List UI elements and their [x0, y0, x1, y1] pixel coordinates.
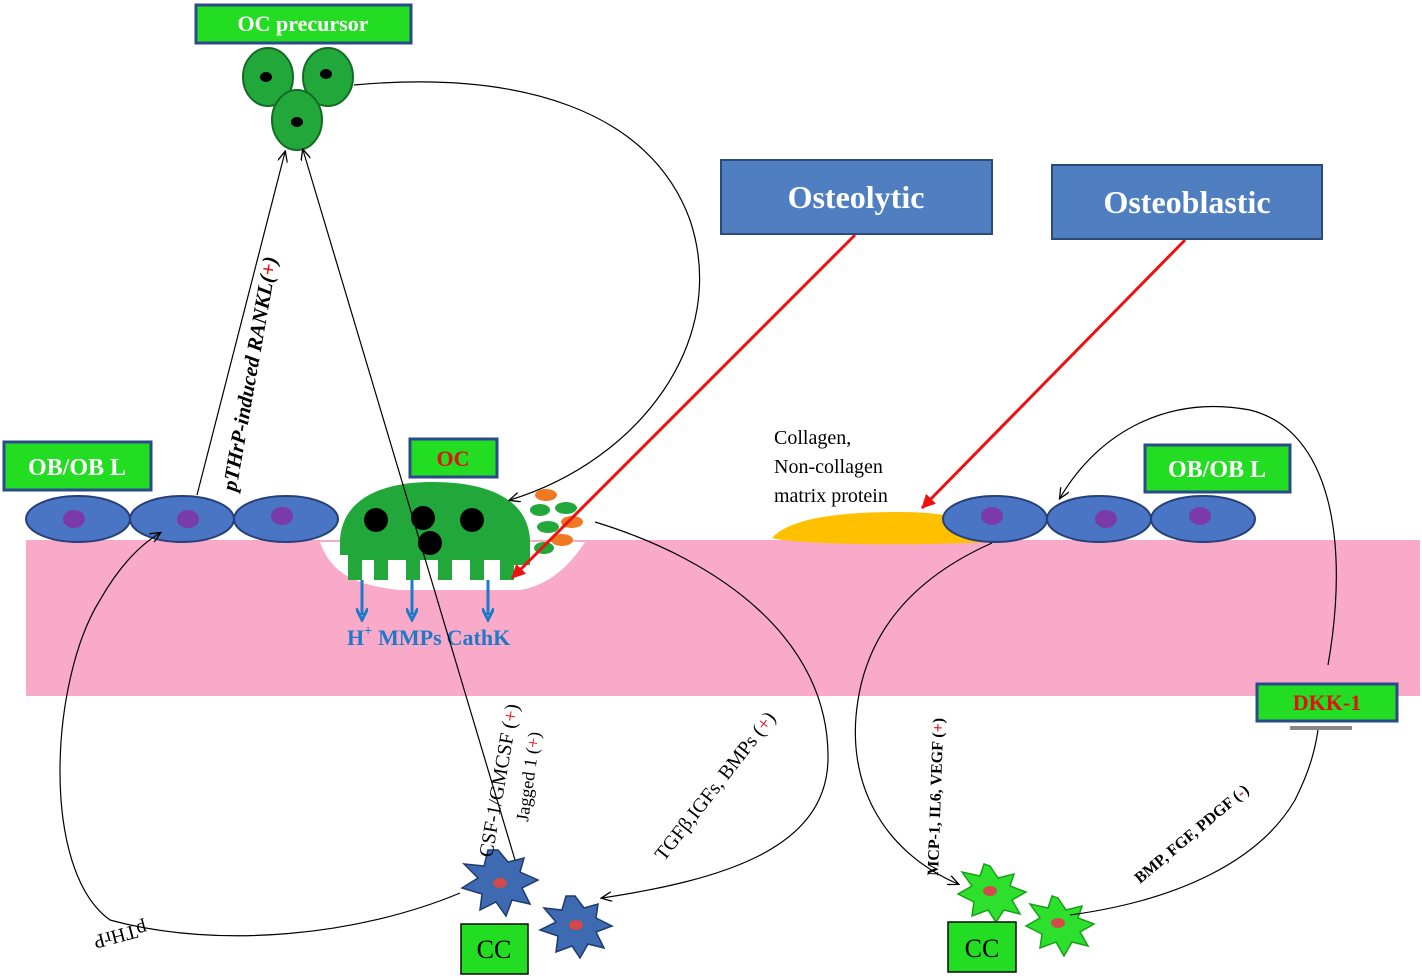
- tgf-pathway-label: TGFβ,IGFs, BMPs (+): [651, 708, 781, 865]
- ob-cells-left: [25, 495, 339, 543]
- cancer-cells-green: [956, 863, 1096, 958]
- cancer-cells-blue: [460, 849, 614, 960]
- osteoclast-cell: [340, 482, 530, 580]
- osteoblastic-arrow: [920, 238, 1187, 510]
- ob-right-label: OB/OB L: [1168, 457, 1266, 483]
- mmps-label: MMPs: [378, 625, 442, 650]
- cc-right-box: [947, 921, 1017, 973]
- osteolytic-label: Osteolytic: [788, 179, 925, 215]
- osteolytic-arrow: [510, 233, 857, 580]
- cc-left-box: [460, 923, 529, 975]
- cc-left-label: CC: [477, 935, 512, 964]
- matrix-line-2: Non-collagen: [774, 456, 883, 478]
- dkk1-box: [1255, 682, 1399, 723]
- osteoblastic-box: [1051, 164, 1323, 240]
- bone-matrix: [26, 540, 1420, 696]
- oc-box: [408, 437, 499, 479]
- csf-pathway-label: CSF-1/GMCSF (+): [475, 702, 524, 859]
- h-ion-label: H: [347, 625, 364, 650]
- cc-right-label: CC: [965, 934, 1000, 963]
- jagged-pathway-label: Jagged 1 (+): [512, 731, 545, 823]
- mcp-pathway-label: MCP-1, IL6, VEGF (+): [925, 718, 948, 876]
- h-ion-superscript: +: [364, 624, 372, 639]
- matrix-line-3: matrix protein: [774, 485, 888, 507]
- matrix-line-1: Collagen,: [774, 427, 851, 449]
- bmp-pathway-label: BMP, FGF, PDGF (-): [1132, 782, 1253, 887]
- oc-label: OC: [437, 446, 470, 471]
- oc-precursor-cells: [242, 47, 354, 151]
- ob-right-box: [1143, 443, 1292, 494]
- secretion-arrows: [362, 580, 488, 615]
- oc-precursor-box: [194, 3, 413, 45]
- ob-cells-right: [942, 495, 1256, 543]
- dkk1-label: DKK-1: [1293, 690, 1361, 715]
- oc-precursor-label: OC precursor: [238, 11, 369, 36]
- pathway-arrows: [59, 81, 1337, 937]
- ob-left-box: [2, 440, 153, 492]
- matrix-protein-text: Collagen, Non-collagen matrix protein: [774, 427, 888, 507]
- ob-left-label: OB/OB L: [28, 455, 126, 481]
- osteolytic-box: [720, 159, 993, 235]
- cathk-label: CathK: [447, 625, 511, 650]
- osteoblastic-label: Osteoblastic: [1103, 184, 1270, 220]
